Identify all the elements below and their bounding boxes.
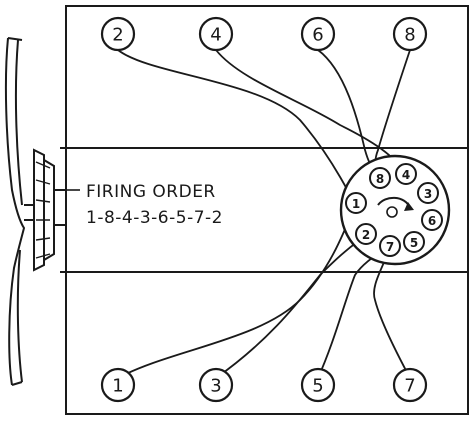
svg-text:4: 4: [210, 25, 221, 46]
cylinder-8: 8: [392, 16, 428, 52]
distributor-terminal: 8: [369, 167, 391, 189]
distributor-terminal: 1: [345, 192, 367, 214]
distributor-terminal: 6: [421, 209, 443, 231]
pulley: [24, 148, 66, 272]
firing-order-sequence: 1-8-4-3-6-5-7-2: [86, 208, 223, 228]
cylinder-4: 4: [198, 16, 234, 52]
distributor-terminal: 7: [379, 235, 401, 257]
wire-cylinder-7: [373, 245, 411, 379]
cylinder-5: 5: [300, 367, 336, 403]
fan-assembly: [4, 37, 26, 386]
svg-text:6: 6: [312, 25, 323, 46]
svg-text:2: 2: [362, 228, 370, 242]
rotor-hub: [386, 206, 398, 218]
svg-text:1: 1: [352, 197, 360, 211]
engine-block: [60, 5, 469, 415]
cylinder-2: 2: [100, 16, 136, 52]
svg-text:5: 5: [312, 376, 323, 397]
distributor-terminal: 2: [355, 223, 377, 245]
firing-order-title: FIRING ORDER: [86, 182, 216, 202]
distributor-terminal: 4: [395, 163, 417, 185]
distributor-terminal: 5: [403, 231, 425, 253]
svg-text:3: 3: [424, 187, 432, 201]
cylinder-1: 1: [100, 367, 136, 403]
svg-text:1: 1: [112, 376, 123, 397]
svg-text:8: 8: [376, 172, 384, 186]
cylinder-3: 3: [198, 367, 234, 403]
wire-cylinder-1: [117, 204, 356, 379]
rotor-arrow: [404, 202, 414, 211]
svg-text:3: 3: [210, 376, 221, 397]
cylinder-6: 6: [300, 16, 336, 52]
svg-text:6: 6: [428, 214, 436, 228]
cylinder-7: 7: [392, 367, 428, 403]
svg-text:2: 2: [112, 25, 123, 46]
svg-text:8: 8: [404, 25, 415, 46]
svg-text:4: 4: [402, 168, 410, 182]
distributor-terminal: 3: [417, 182, 439, 204]
wire-cylinder-3: [215, 235, 367, 379]
svg-text:5: 5: [410, 236, 418, 250]
top-bank-cylinders: 2 4 6 8: [100, 16, 428, 52]
distributor: 8 4 3 6 5 7 2 1: [339, 154, 451, 266]
svg-text:7: 7: [404, 376, 415, 397]
bottom-bank-cylinders: 1 3 5 7: [100, 367, 428, 403]
svg-text:7: 7: [386, 240, 394, 254]
